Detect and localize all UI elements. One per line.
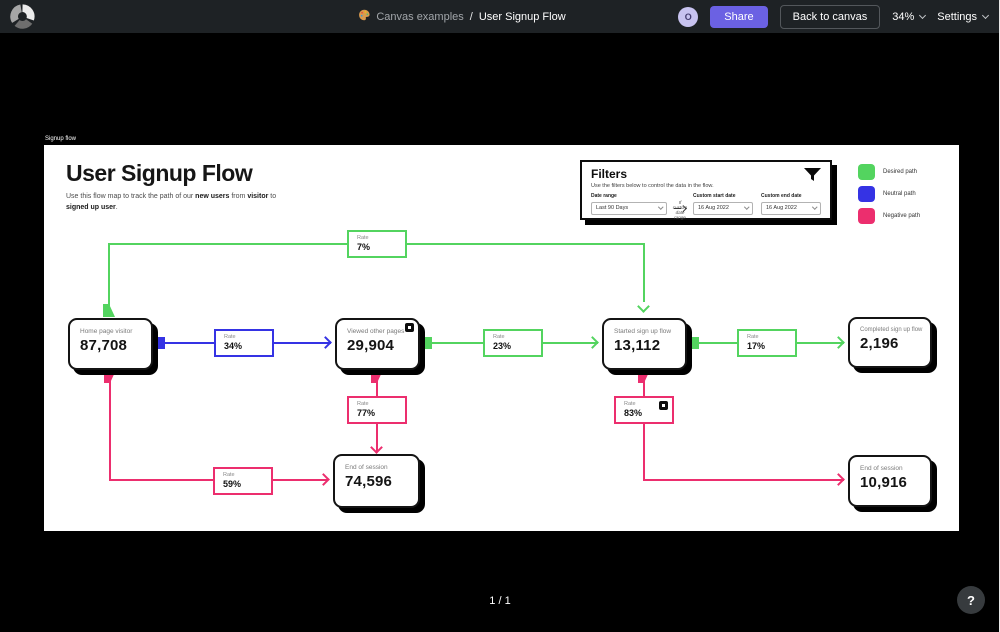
- custom-end-date-label: Custom end date: [761, 193, 802, 199]
- palette-icon: [358, 8, 370, 26]
- page-subtitle: Use this flow map to track the path of o…: [66, 193, 277, 212]
- rate-box-83[interactable]: Rate 83%: [614, 396, 674, 424]
- chevron-down-icon: [981, 11, 990, 19]
- date-range-select[interactable]: Last 90 Days: [591, 201, 667, 215]
- source-anchor-icon: [104, 370, 116, 383]
- conditional-note: If custom date range: [673, 200, 688, 220]
- canvas-logo-icon[interactable]: [10, 4, 35, 29]
- legend-item-neutral: Neutral path: [858, 186, 916, 202]
- date-range-label: Date range: [591, 193, 617, 199]
- frame-title[interactable]: Signup flow: [45, 136, 77, 142]
- breadcrumb[interactable]: Canvas examples / User Signup Flow: [358, 0, 566, 33]
- negative-path-swatch: [858, 208, 875, 224]
- source-anchor-icon: [686, 337, 699, 349]
- rate-box-77[interactable]: Rate 77%: [347, 396, 407, 424]
- share-button[interactable]: Share: [710, 5, 768, 28]
- rate-box-23[interactable]: Rate 23%: [483, 329, 543, 357]
- rate-box-59[interactable]: Rate 59%: [213, 467, 273, 495]
- zoom-level-control[interactable]: 34%: [892, 10, 927, 23]
- help-button[interactable]: ?: [957, 586, 985, 614]
- breadcrumb-page-title: User Signup Flow: [478, 10, 566, 23]
- note-badge-icon[interactable]: [405, 323, 414, 332]
- settings-label: Settings: [937, 10, 977, 23]
- desired-path-swatch: [858, 164, 875, 180]
- chevron-down-icon: [811, 204, 817, 210]
- chevron-down-icon: [743, 204, 749, 210]
- source-anchor-icon: [638, 370, 650, 383]
- connector-desired-loop-down: [643, 244, 645, 302]
- source-anchor-icon: [103, 304, 115, 317]
- note-badge-icon[interactable]: [659, 401, 668, 410]
- connector-negative: [643, 479, 844, 481]
- node-completed-sign-up-flow[interactable]: Completed sign up flow 2,196: [848, 317, 932, 368]
- topbar: Canvas examples / User Signup Flow O Sha…: [0, 0, 999, 33]
- legend-item-negative: Negative path: [858, 208, 920, 224]
- node-started-sign-up-flow[interactable]: Started sign up flow 13,112: [602, 318, 687, 370]
- rate-box-17[interactable]: Rate 17%: [737, 329, 797, 357]
- rate-box-7[interactable]: Rate 7%: [347, 230, 407, 258]
- chevron-down-icon: [657, 204, 663, 210]
- neutral-path-swatch: [858, 186, 875, 202]
- filters-panel: Filters Use the filters below to control…: [580, 160, 832, 220]
- page-title: User Signup Flow: [66, 160, 253, 186]
- node-viewed-other-pages[interactable]: Viewed other pages 29,904: [335, 318, 420, 370]
- back-to-canvas-button[interactable]: Back to canvas: [779, 4, 881, 29]
- node-end-of-session-right[interactable]: End of session 10,916: [848, 455, 932, 507]
- connector-negative: [109, 370, 111, 480]
- page-indicator: 1 / 1: [489, 595, 511, 607]
- filters-description: Use the filters below to control the dat…: [591, 183, 714, 189]
- connector-line: [674, 207, 681, 209]
- custom-start-date-select[interactable]: 16 Aug 2022: [693, 201, 753, 215]
- custom-start-date-label: Custom start date: [693, 193, 736, 199]
- avatar[interactable]: O: [678, 6, 699, 27]
- connector-desired-loop-up: [108, 244, 110, 306]
- node-end-of-session-left[interactable]: End of session 74,596: [333, 454, 420, 508]
- chevron-down-icon: [919, 11, 927, 19]
- rate-box-34[interactable]: Rate 34%: [214, 329, 274, 357]
- conditional-connector: If custom date range: [672, 193, 688, 220]
- breadcrumb-separator: /: [469, 10, 473, 23]
- zoom-level-value: 34%: [892, 10, 915, 23]
- funnel-icon: [804, 168, 821, 187]
- breadcrumb-section[interactable]: Canvas examples: [376, 10, 464, 23]
- connector-negative: [643, 370, 645, 480]
- source-anchor-icon: [371, 370, 383, 383]
- source-anchor-icon: [152, 337, 165, 349]
- custom-end-date-select[interactable]: 16 Aug 2022: [761, 201, 821, 215]
- node-home-page-visitor[interactable]: Home page visitor 87,708: [68, 318, 153, 370]
- legend-item-desired: Desired path: [858, 164, 917, 180]
- source-anchor-icon: [419, 337, 432, 349]
- topbar-actions: O Share Back to canvas 34% Settings: [678, 0, 990, 33]
- settings-menu[interactable]: Settings: [937, 10, 990, 23]
- filters-title: Filters: [591, 167, 628, 181]
